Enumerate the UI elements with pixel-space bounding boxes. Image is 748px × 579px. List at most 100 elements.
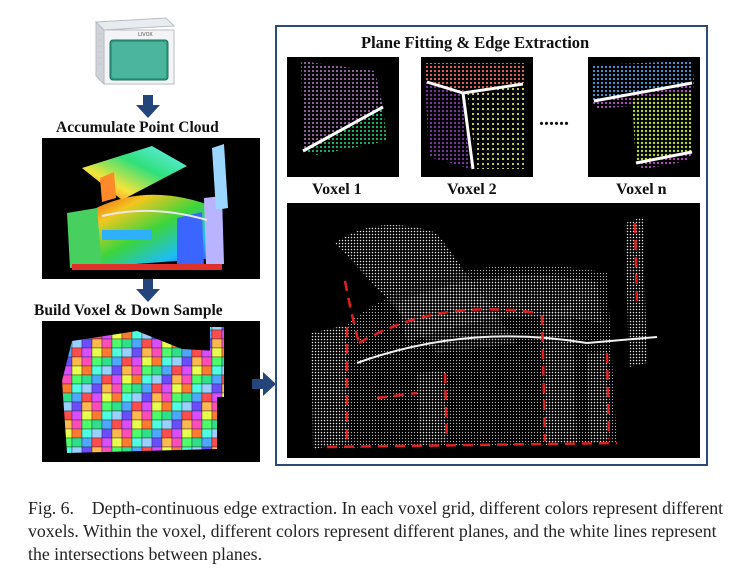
down-arrow-icon xyxy=(136,95,160,118)
voxel-cell xyxy=(242,357,252,366)
voxel-cell xyxy=(191,356,203,367)
voxel-cell xyxy=(242,366,252,375)
voxel-cell xyxy=(42,402,52,411)
voxel-cell xyxy=(42,393,52,402)
voxel-cell xyxy=(211,428,223,439)
voxel-cell xyxy=(141,374,153,385)
voxel-cell xyxy=(171,392,183,403)
voxel-cell xyxy=(211,356,223,367)
voxel-cell xyxy=(221,401,224,412)
voxel-cell xyxy=(81,327,93,331)
voxel-cell xyxy=(62,401,73,412)
plane-fitting-panel xyxy=(275,25,708,466)
voxel-cell xyxy=(71,347,83,358)
voxel-cell xyxy=(221,428,224,439)
voxel-cell xyxy=(71,365,83,376)
voxel-cell xyxy=(131,338,143,349)
voxel-cell xyxy=(181,383,193,394)
voxel-cell xyxy=(81,356,93,367)
voxel-cell xyxy=(151,338,163,349)
voxel-cell xyxy=(161,365,173,376)
voxel-cell xyxy=(132,456,142,462)
voxel-cell xyxy=(161,437,173,448)
voxel-cell xyxy=(232,429,242,438)
voxel-cell xyxy=(252,339,260,348)
voxel-cell xyxy=(232,366,242,375)
voxel-cell xyxy=(151,401,163,412)
voxel-cell xyxy=(62,329,73,340)
voxel-cell xyxy=(252,330,260,339)
voxel-cell xyxy=(191,428,203,439)
voxel-cell xyxy=(91,338,103,349)
voxel-cell xyxy=(191,446,203,453)
voxel-cell xyxy=(192,456,202,462)
voxel-cell xyxy=(131,419,143,430)
voxel-cell xyxy=(42,420,52,429)
voxel-cell xyxy=(141,401,153,412)
voxel-cell xyxy=(71,329,83,340)
voxel-cell xyxy=(242,375,252,384)
voxel-cell xyxy=(81,338,93,349)
voxel-cell xyxy=(201,383,213,394)
voxel-cell xyxy=(201,374,213,385)
voxel-cell xyxy=(71,356,83,367)
voxel-cell xyxy=(101,428,113,439)
voxel-cell xyxy=(232,393,242,402)
voxel-cell xyxy=(242,429,252,438)
voxel-cell xyxy=(71,401,83,412)
voxel-cell xyxy=(201,428,213,439)
figure-caption: Fig. 6. Depth-continuous edge extraction… xyxy=(28,497,733,566)
voxel-cell xyxy=(62,327,63,331)
voxel-cell xyxy=(211,401,223,412)
voxel-cell xyxy=(171,365,183,376)
voxel-cell xyxy=(252,456,260,462)
voxel-cell xyxy=(201,419,213,430)
voxel-cell xyxy=(221,347,224,358)
voxel-cell xyxy=(131,401,143,412)
voxel-cell xyxy=(211,446,223,453)
voxel-cell xyxy=(62,392,73,403)
voxel-cell xyxy=(191,329,203,340)
voxel-cell xyxy=(42,375,52,384)
voxel-cell xyxy=(111,401,123,412)
voxel-cell xyxy=(62,446,73,453)
voxel-cell xyxy=(252,321,260,330)
voxel-cell xyxy=(252,402,260,411)
voxel-cell xyxy=(221,410,224,421)
voxel-cell xyxy=(201,356,213,367)
voxel-cell xyxy=(191,401,203,412)
voxel-cell xyxy=(101,392,113,403)
voxel-cell xyxy=(191,410,203,421)
voxel-cell xyxy=(171,428,183,439)
voxel-cell xyxy=(71,428,83,439)
voxel-cell xyxy=(211,329,223,340)
voxel-cell xyxy=(42,366,52,375)
voxel-cell xyxy=(81,392,93,403)
voxel-cell xyxy=(71,374,83,385)
voxel-cell xyxy=(141,356,153,367)
voxel-cell xyxy=(131,365,143,376)
voxel-cell xyxy=(62,428,73,439)
voxel-cell xyxy=(91,374,103,385)
voxel-cell xyxy=(101,446,113,453)
voxel-cell xyxy=(81,329,93,340)
voxel-cell xyxy=(141,419,153,430)
voxel-cell xyxy=(81,401,93,412)
voxel-cell xyxy=(191,338,203,349)
voxel-cell xyxy=(91,437,103,448)
voxel-cell xyxy=(151,437,163,448)
voxel-cell xyxy=(62,329,63,340)
voxel-2-label: Voxel 2 xyxy=(447,181,497,198)
voxel-cell xyxy=(232,330,242,339)
voxel-cell xyxy=(141,365,153,376)
voxel-cell xyxy=(161,338,173,349)
voxel-cell xyxy=(71,410,83,421)
voxel-cell xyxy=(191,347,203,358)
device-brand-text: LIVOX xyxy=(138,32,153,38)
voxel-cell xyxy=(62,419,73,430)
voxel-cell xyxy=(121,329,133,340)
voxel-cell xyxy=(152,456,162,462)
voxel-cell xyxy=(151,428,163,439)
voxel-cell xyxy=(252,438,260,447)
voxel-cell xyxy=(42,447,52,456)
